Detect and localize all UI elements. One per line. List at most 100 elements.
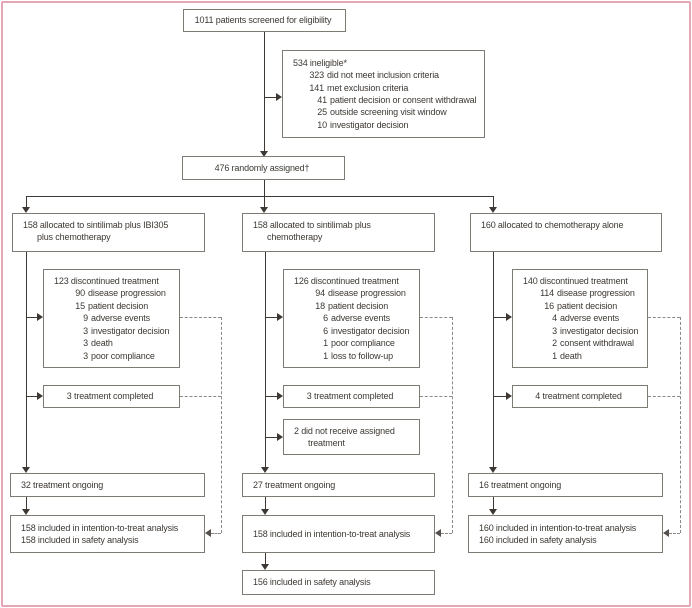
count-label: patient decision — [88, 300, 149, 311]
arrowhead-arm-a-completed — [37, 392, 43, 400]
branch-arm-c-completed — [493, 396, 506, 397]
flow-text-line: 1011 patients screened for eligibility — [194, 15, 332, 26]
dashed-arm-b-completed — [420, 396, 452, 397]
split-line — [26, 196, 494, 197]
connector-split-to-arm-c — [493, 196, 494, 207]
count-value: 1 — [552, 350, 557, 361]
count-value: 3 — [83, 338, 88, 349]
branch-arm-a-completed — [26, 396, 37, 397]
flow-text-line: 158 allocated to sintilimab plus — [253, 220, 371, 230]
arrowhead-arm-c-completed — [506, 392, 512, 400]
count-label: outside screening visit window — [330, 107, 447, 118]
connector-arm-b-analysis-to-safety — [265, 553, 266, 564]
count-value: 3 — [83, 350, 88, 361]
count-value: 15 — [75, 300, 85, 311]
arrowhead-to-randomized — [260, 151, 268, 157]
dashed-arm-c-discontinued — [648, 317, 680, 318]
flow-text-line: 158 included in intention-to-treat analy… — [253, 528, 411, 539]
count-value: 90 — [75, 288, 85, 299]
connector-split-to-arm-a — [26, 196, 27, 207]
box-randomized: 476 randomly assigned† — [182, 156, 345, 180]
count-label: investigator decision — [91, 325, 170, 336]
arrowhead-arm-b-safety — [261, 564, 269, 570]
connector-arm-c-ongoing-to-analysis — [493, 497, 494, 509]
dashed-into-arm-c-analysis — [669, 533, 680, 534]
count-value: 9 — [83, 313, 88, 324]
flow-text-line: treatment — [308, 438, 345, 448]
dashed-into-arm-a-analysis — [211, 533, 221, 534]
count-value: 323 — [309, 70, 324, 81]
spine-arm-b — [265, 252, 266, 467]
count-value: 94 — [315, 288, 325, 299]
arrowhead-to-arm-b-allocated — [260, 207, 268, 213]
flow-text-line: 158 allocated to sintilimab plus IBI305 — [23, 220, 169, 230]
count-label: disease progression — [557, 288, 635, 299]
count-label: did not meet inclusion criteria — [327, 70, 439, 81]
branch-arm-c-discontinued — [493, 317, 506, 318]
arrowhead-to-ineligible — [276, 93, 282, 101]
spine-arm-c — [493, 252, 494, 467]
box-arm-c-allocated: 160 allocated to chemotherapy alone — [470, 213, 662, 252]
box-arm-b-ongoing: 27 treatment ongoing — [242, 473, 435, 497]
count-value: 3 — [552, 325, 557, 336]
box-arm-c-completed: 4 treatment completed — [512, 385, 648, 408]
arrowhead-arm-b-not-received — [277, 433, 283, 441]
count-value: 2 — [552, 338, 557, 349]
flow-text-line: 3 treatment completed — [66, 391, 154, 402]
count-label: death — [560, 350, 582, 361]
box-arm-a-ongoing: 32 treatment ongoing — [10, 473, 205, 497]
arrowhead-arm-a-discontinued — [37, 313, 43, 321]
arrowhead-dashed-arm-a-analysis — [205, 529, 211, 537]
count-value: 18 — [315, 300, 325, 311]
arrowhead-dashed-arm-c-analysis — [663, 529, 669, 537]
dashed-arm-a-discontinued — [180, 317, 221, 318]
count-value: 6 — [323, 313, 328, 324]
arrowhead-arm-b-discontinued — [277, 313, 283, 321]
flow-text-line: 27 treatment ongoing — [253, 479, 336, 490]
count-value: 16 — [544, 300, 554, 311]
count-label: adverse events — [331, 313, 390, 324]
dashed-arm-c-completed — [648, 396, 680, 397]
count-value: 1 — [323, 350, 328, 361]
box-arm-b-not-received: 2 did not receive assigned treatment — [283, 419, 420, 455]
dashed-spine-arm-a — [221, 317, 222, 533]
count-label: loss to follow-up — [331, 350, 393, 361]
count-label: adverse events — [91, 313, 150, 324]
arrowhead-arm-b-analysis — [261, 509, 269, 515]
flow-text-line: 2 did not receive assigned — [294, 425, 395, 436]
box-arm-b-allocated: 158 allocated to sintilimab plus chemothe… — [242, 213, 435, 252]
branch-arm-a-discontinued — [26, 317, 37, 318]
dashed-arm-b-discontinued — [420, 317, 452, 318]
dashed-spine-arm-b — [452, 317, 453, 533]
flow-text-line: 160 included in intention-to-treat analy… — [479, 522, 637, 533]
flow-text-line: chemotherapy — [267, 232, 323, 243]
connector-arm-a-ongoing-to-analysis — [26, 497, 27, 509]
flow-text-line: 32 treatment ongoing — [21, 479, 104, 490]
count-label: investigator decision — [331, 325, 410, 336]
spine-arm-a — [26, 252, 27, 467]
dashed-spine-arm-c — [680, 317, 681, 533]
flow-text-line: 160 included in safety analysis — [479, 535, 597, 545]
branch-arm-b-not-received — [265, 437, 277, 438]
arrowhead-arm-a-analysis — [22, 509, 30, 515]
connector-arm-b-ongoing-to-analysis — [265, 497, 266, 509]
arrowhead-arm-c-analysis — [489, 509, 497, 515]
flow-text-line: 160 allocated to chemotherapy alone — [481, 220, 624, 230]
flow-text-line: 158 included in intention-to-treat analy… — [21, 522, 179, 533]
arrowhead-to-arm-c-allocated — [489, 207, 497, 213]
